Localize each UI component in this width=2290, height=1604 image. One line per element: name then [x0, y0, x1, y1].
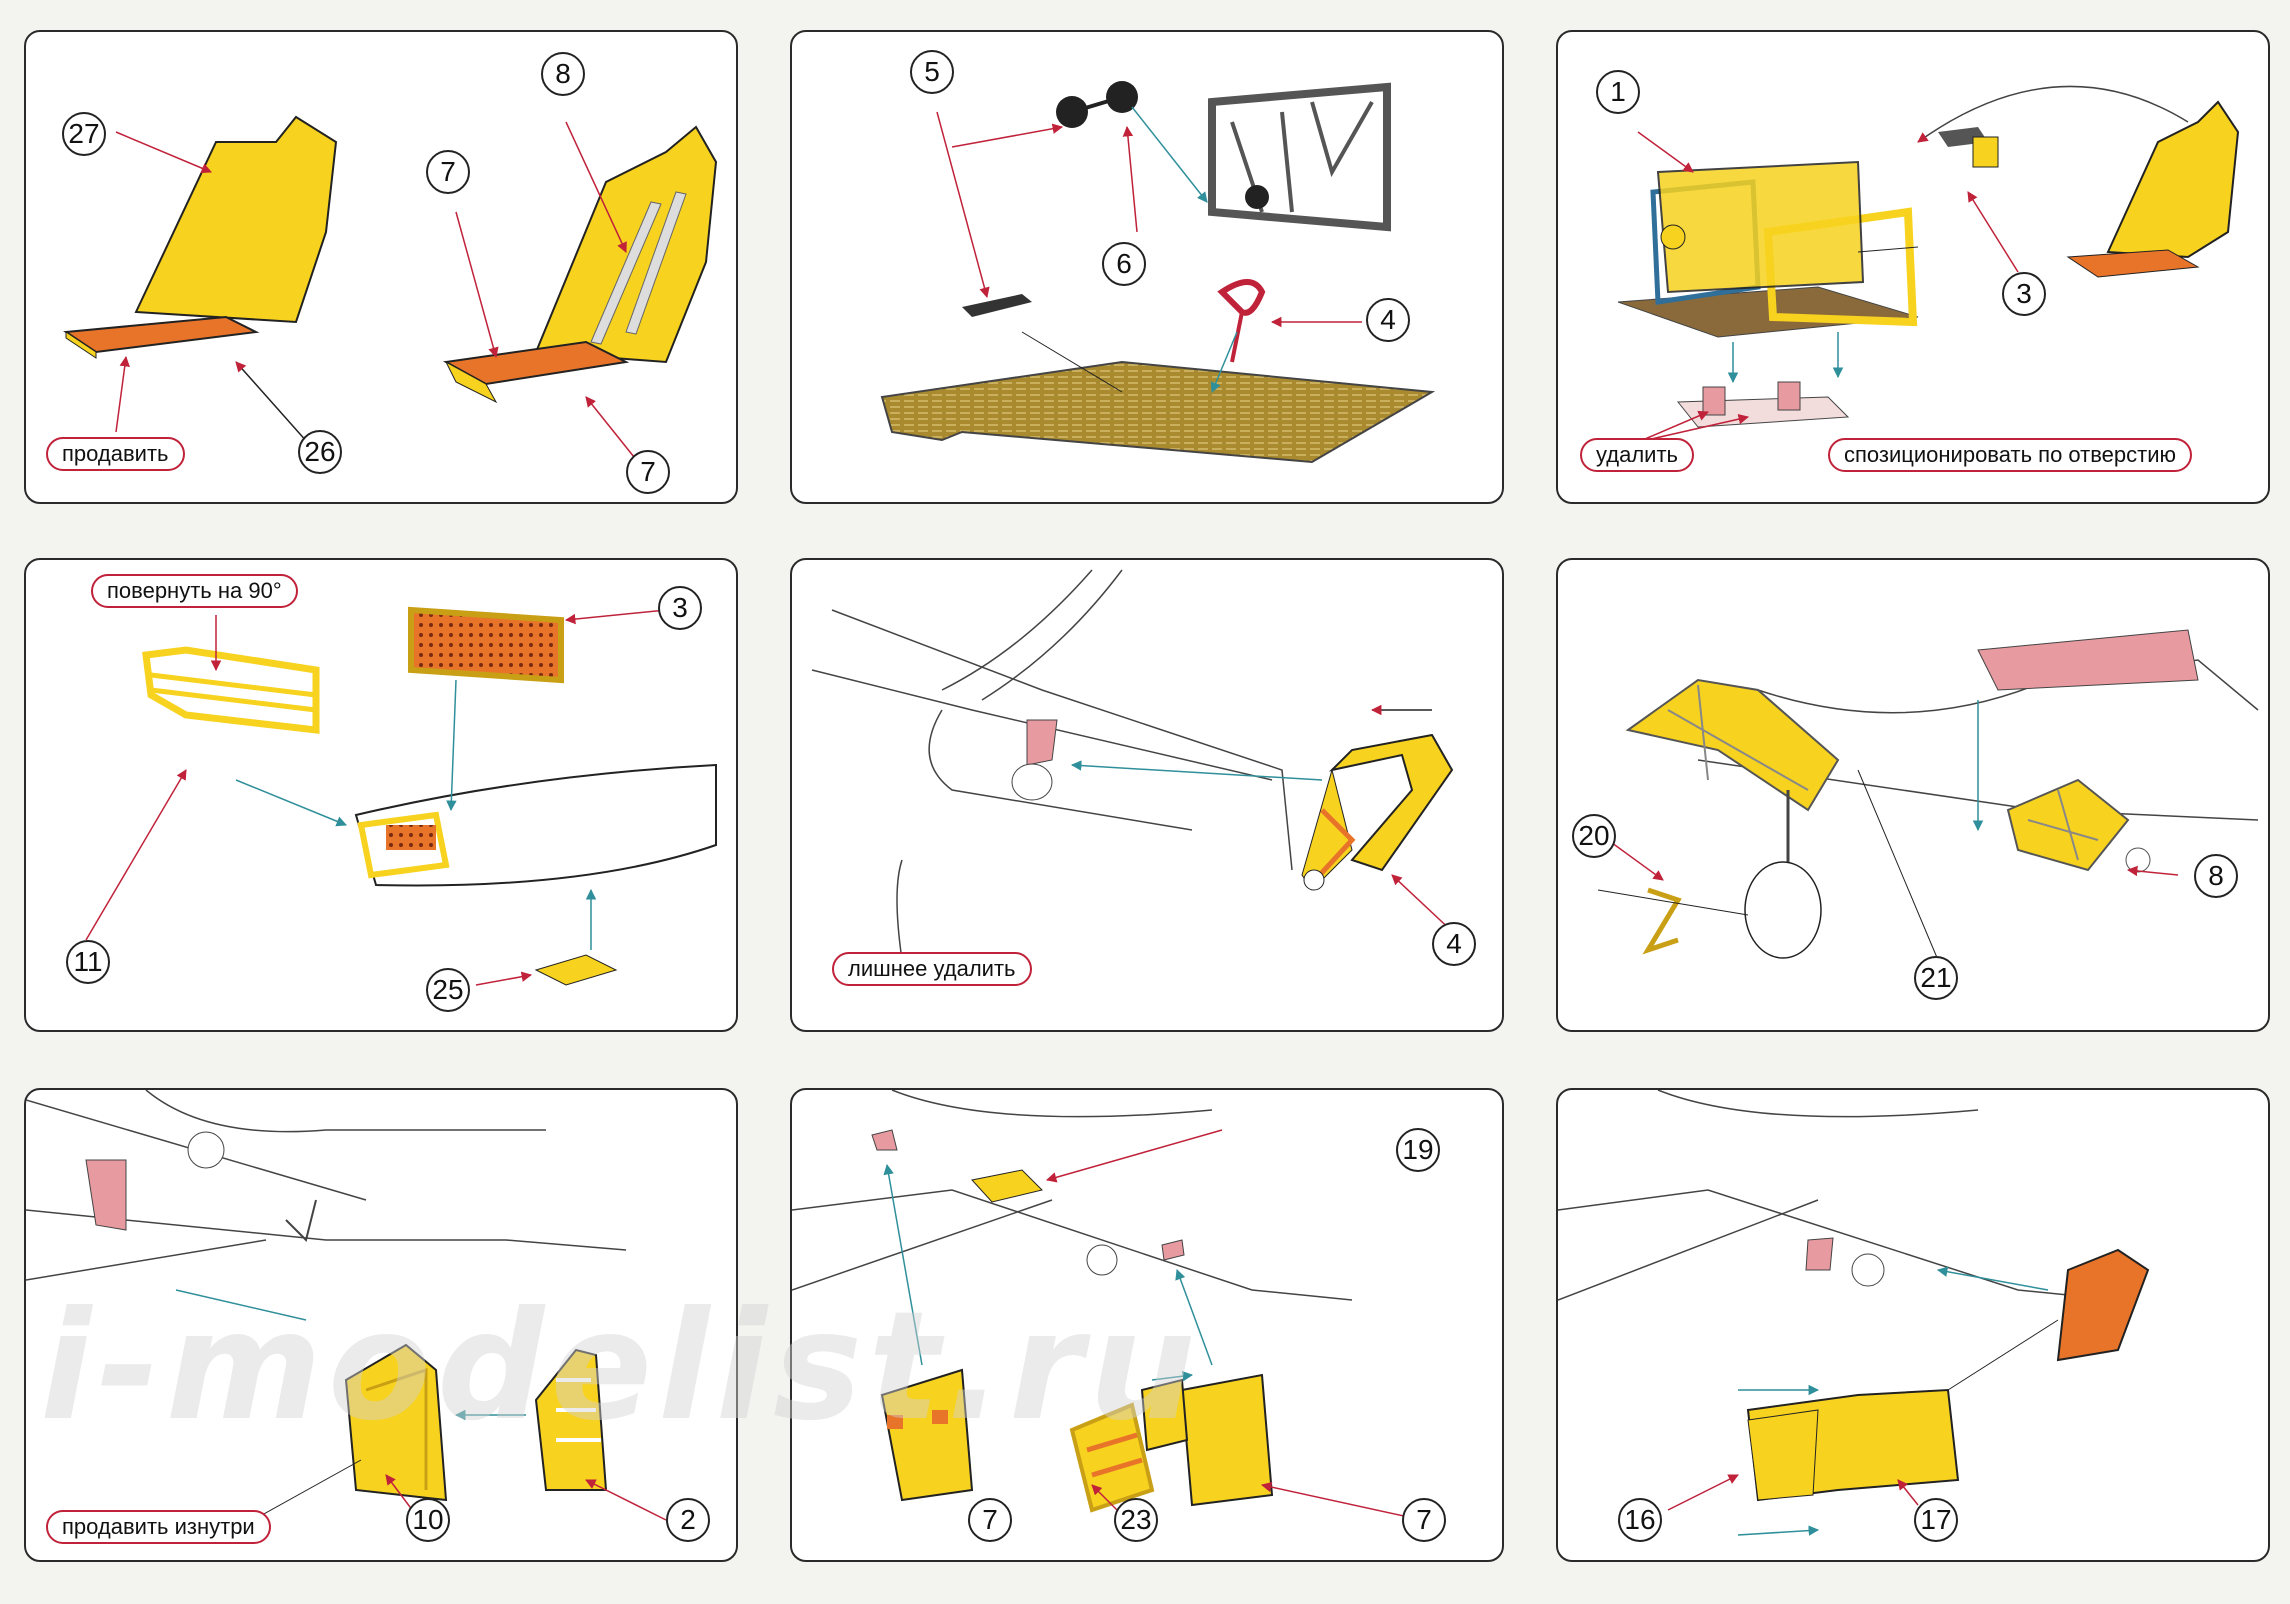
callout-number: 3 [2002, 272, 2046, 316]
callout-number: 26 [298, 430, 342, 474]
cockpit-drawing [1617, 85, 2240, 443]
step-cockpit-panel: 1 3 удалить спозиционировать по отверсти… [1556, 30, 2270, 504]
underside-2-drawing [792, 1090, 1423, 1521]
instruction-label: продавить изнутри [46, 1510, 271, 1544]
instruction-label: спозиционировать по отверстию [1828, 438, 2193, 472]
callout-number: 7 [968, 1498, 1012, 1542]
step-underside-3-panel: 16 17 [1556, 1088, 2270, 1562]
callout-number: 3 [658, 586, 702, 630]
callout-number: 21 [1914, 956, 1958, 1000]
callout-number: 25 [426, 968, 470, 1012]
callout-number: 17 [1914, 1498, 1958, 1542]
callout-number: 23 [1114, 1498, 1158, 1542]
underside-3-drawing [1558, 1090, 2150, 1536]
callout-number: 4 [1366, 298, 1410, 342]
step-underside-2-panel: 19 7 23 7 [790, 1088, 1504, 1562]
callout-number: 8 [541, 52, 585, 96]
instruction-label: повернуть на 90° [91, 574, 298, 608]
callout-number: 5 [910, 50, 954, 94]
callout-number: 11 [66, 940, 110, 984]
step-gear-doors-panel: 20 21 8 [1556, 558, 2270, 1032]
step-wing-mount-panel: 4 лишнее удалить [790, 558, 1504, 1032]
bay-drawing [85, 606, 717, 986]
instruction-label: удалить [1580, 438, 1695, 472]
instruction-label: лишнее удалить [832, 952, 1032, 986]
seat-drawing [63, 115, 718, 473]
callout-number: 7 [426, 150, 470, 194]
callout-number: 7 [1402, 1498, 1446, 1542]
underside-1-drawing [26, 1090, 667, 1536]
callout-number: 27 [62, 112, 106, 156]
callout-number: 8 [2194, 854, 2238, 898]
instruction-label: продавить [46, 437, 185, 471]
step-bay-rack-panel: 3 11 25 повернуть на 90° [24, 558, 738, 1032]
callout-number: 7 [626, 450, 670, 494]
step-floor-panel: 5 6 4 [790, 30, 1504, 504]
callout-number: 1 [1596, 70, 1640, 114]
callout-number: 20 [1572, 814, 1616, 858]
callout-number: 19 [1396, 1128, 1440, 1172]
step-underside-1-panel: 10 2 продавить изнутри [24, 1088, 738, 1562]
floor-drawing [880, 81, 1436, 464]
gear-drawing [1597, 629, 2259, 961]
callout-number: 10 [406, 1498, 450, 1542]
step-seat-1-panel: 27 26 8 7 7 продавить [24, 30, 738, 504]
callout-number: 16 [1618, 1498, 1662, 1542]
callout-number: 2 [666, 1498, 710, 1542]
callout-number: 6 [1102, 242, 1146, 286]
callout-number: 4 [1432, 922, 1476, 966]
